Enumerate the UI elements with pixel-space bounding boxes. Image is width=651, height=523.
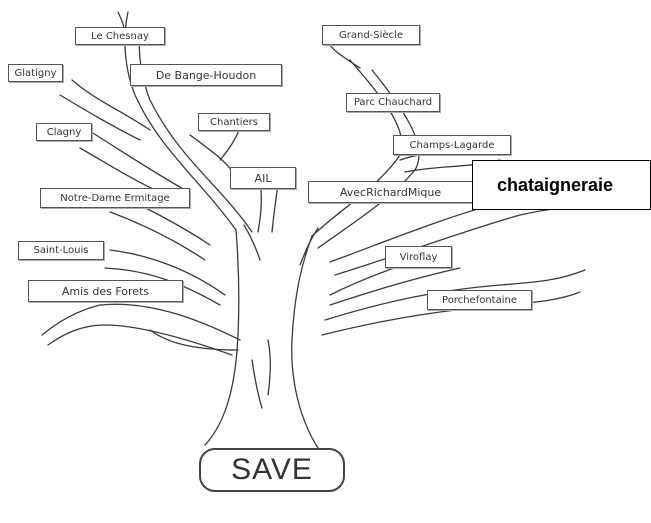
branch-label-de-bange-houdon[interactable]: De Bange-Houdon	[130, 64, 282, 86]
branch-label-parc-chauchard[interactable]: Parc Chauchard	[346, 93, 440, 112]
branch-label-saint-louis[interactable]: Saint-Louis	[18, 241, 104, 260]
branch-label-chantiers[interactable]: Chantiers	[198, 113, 270, 131]
save-button[interactable]: SAVE	[199, 448, 345, 492]
branch-label-ail[interactable]: AIL	[230, 167, 296, 189]
branch-label-le-chesnay[interactable]: Le Chesnay	[75, 27, 165, 45]
branch-label-chataigneraie[interactable]: chataigneraie	[472, 160, 651, 210]
branch-label-notre-dame-ermitage[interactable]: Notre-Dame Ermitage	[40, 188, 190, 208]
branch-label-glatigny[interactable]: Glatigny	[8, 64, 63, 82]
branch-label-porchefontaine[interactable]: Porchefontaine	[427, 290, 532, 310]
branch-label-champs-lagarde[interactable]: Champs-Lagarde	[393, 135, 511, 155]
branch-label-amis-des-forets[interactable]: Amis des Forets	[28, 280, 183, 302]
branch-label-viroflay[interactable]: Viroflay	[385, 246, 452, 268]
branch-label-clagny[interactable]: Clagny	[36, 123, 92, 141]
branch-label-avec-richard-mique[interactable]: AvecRichardMique	[308, 181, 473, 203]
branch-label-grand-siecle[interactable]: Grand-Siècle	[322, 25, 420, 45]
